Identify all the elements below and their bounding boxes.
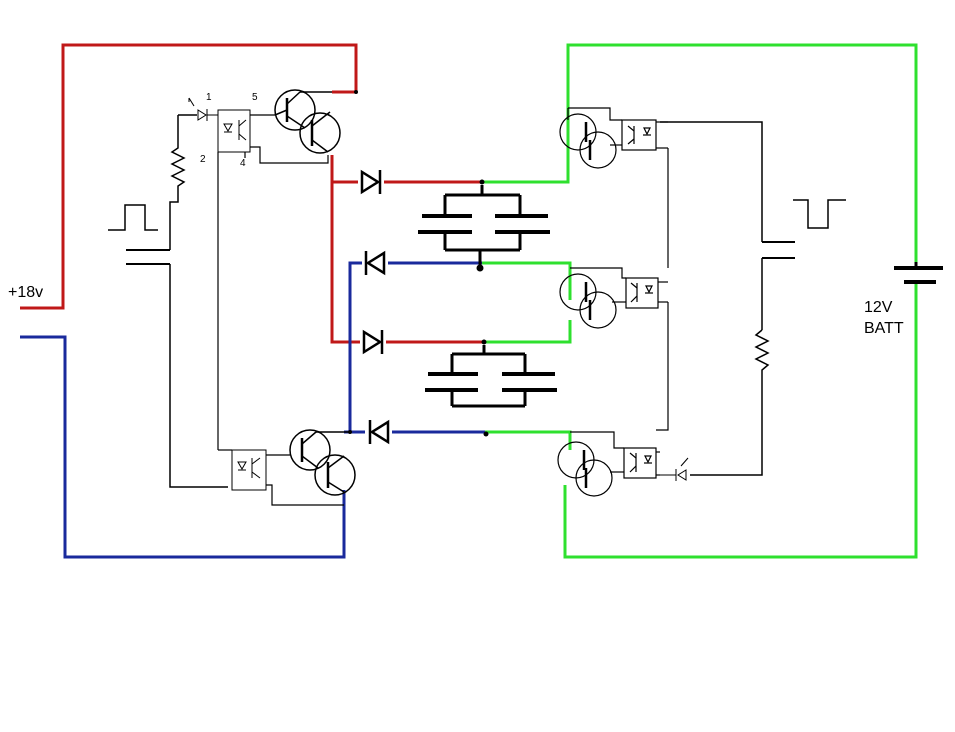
capacitor-pair-bottom — [425, 345, 557, 408]
resistor-left — [170, 114, 197, 195]
battery-12v — [894, 262, 943, 284]
darlington-bottom-left — [289, 429, 356, 496]
opto-bottom-wires — [218, 449, 344, 506]
opto-darlington-right-3 — [557, 431, 660, 497]
battery-label-voltage: 12V — [864, 299, 893, 316]
pin-label-5: 5 — [252, 92, 258, 103]
battery-label-name: BATT — [864, 320, 904, 337]
diode-fourth — [368, 419, 390, 445]
diode-top — [360, 169, 382, 195]
capacitor-pair-top — [418, 185, 550, 265]
diode-third — [362, 329, 384, 355]
pin-label-4: 4 — [240, 158, 246, 169]
pin-label-1: 1 — [206, 92, 212, 103]
ground-rail — [20, 261, 485, 559]
positive-18v-rail — [20, 43, 482, 344]
opto-darlington-right-2 — [559, 267, 669, 431]
opto-darlington-right-1 — [559, 107, 669, 268]
pulse-input-low — [660, 121, 846, 330]
supply-label: +18v — [8, 284, 43, 301]
led-right — [660, 457, 689, 481]
pin-label-2: 2 — [200, 154, 206, 165]
optocoupler-bottom-left — [231, 449, 267, 491]
pulse-input-high — [108, 195, 228, 488]
junction-dots — [348, 90, 489, 437]
resistor-right — [690, 329, 770, 476]
led-left — [188, 97, 220, 121]
optocoupler-top-left — [217, 109, 251, 153]
darlington-top-left — [274, 89, 341, 154]
diode-second — [364, 250, 386, 276]
opto-top-wires — [217, 114, 329, 450]
